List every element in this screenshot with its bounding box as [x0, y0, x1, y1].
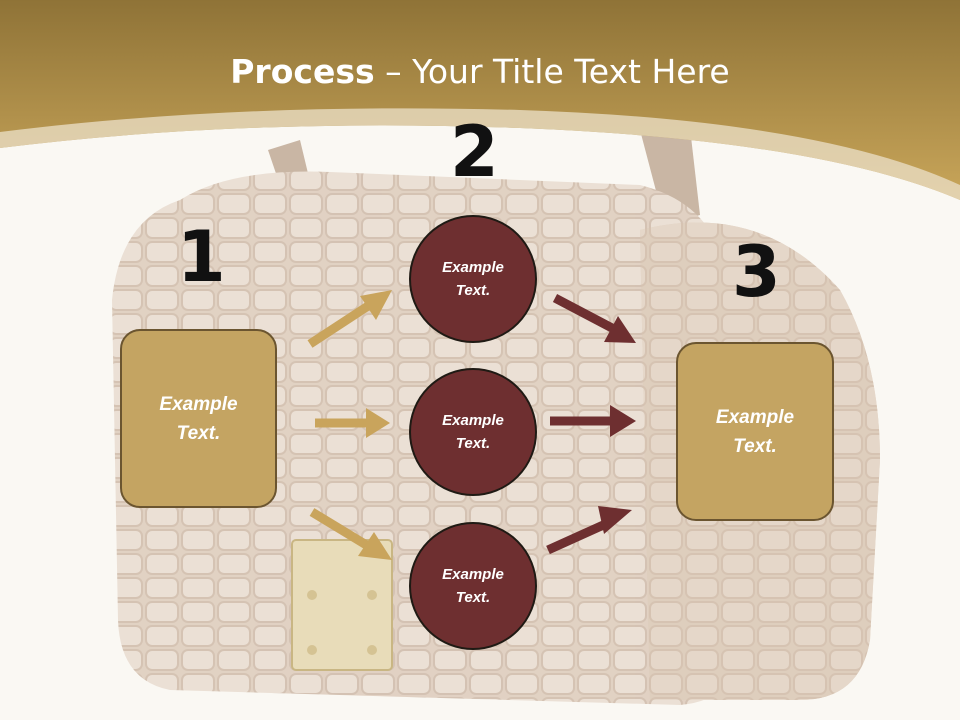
- left-box-line1: Example: [159, 393, 238, 415]
- circle-step-2[interactable]: Example Text.: [409, 368, 537, 496]
- title-rest: – Your Title Text Here: [374, 52, 730, 91]
- left-text-box[interactable]: Example Text.: [120, 329, 277, 508]
- circle-1-line1: Example: [442, 259, 504, 276]
- right-text-box-content: Example Text.: [716, 403, 794, 461]
- circle-2-line1: Example: [442, 412, 504, 429]
- circle-2-content: Example Text.: [442, 409, 504, 455]
- title-bold: Process: [230, 52, 375, 91]
- circle-3-content: Example Text.: [442, 563, 504, 609]
- circle-step-3[interactable]: Example Text.: [409, 522, 537, 650]
- circle-2-line2: Text.: [455, 435, 491, 452]
- step-number-1: 1: [177, 216, 226, 298]
- right-text-box[interactable]: Example Text.: [676, 342, 834, 521]
- circle-1-line2: Text.: [455, 282, 491, 299]
- right-box-line1: Example: [715, 406, 795, 428]
- slide-title: Process – Your Title Text Here: [0, 52, 960, 91]
- circle-3-line2: Text.: [455, 589, 491, 606]
- step-number-2: 2: [450, 111, 499, 193]
- header-band: [0, 0, 960, 200]
- circle-step-1[interactable]: Example Text.: [409, 215, 537, 343]
- circle-3-line1: Example: [442, 566, 504, 583]
- step-number-3: 3: [732, 231, 781, 313]
- circle-1-content: Example Text.: [442, 256, 504, 302]
- left-text-box-content: Example Text.: [159, 390, 237, 448]
- left-box-line2: Text.: [176, 422, 221, 444]
- right-box-line2: Text.: [733, 435, 777, 457]
